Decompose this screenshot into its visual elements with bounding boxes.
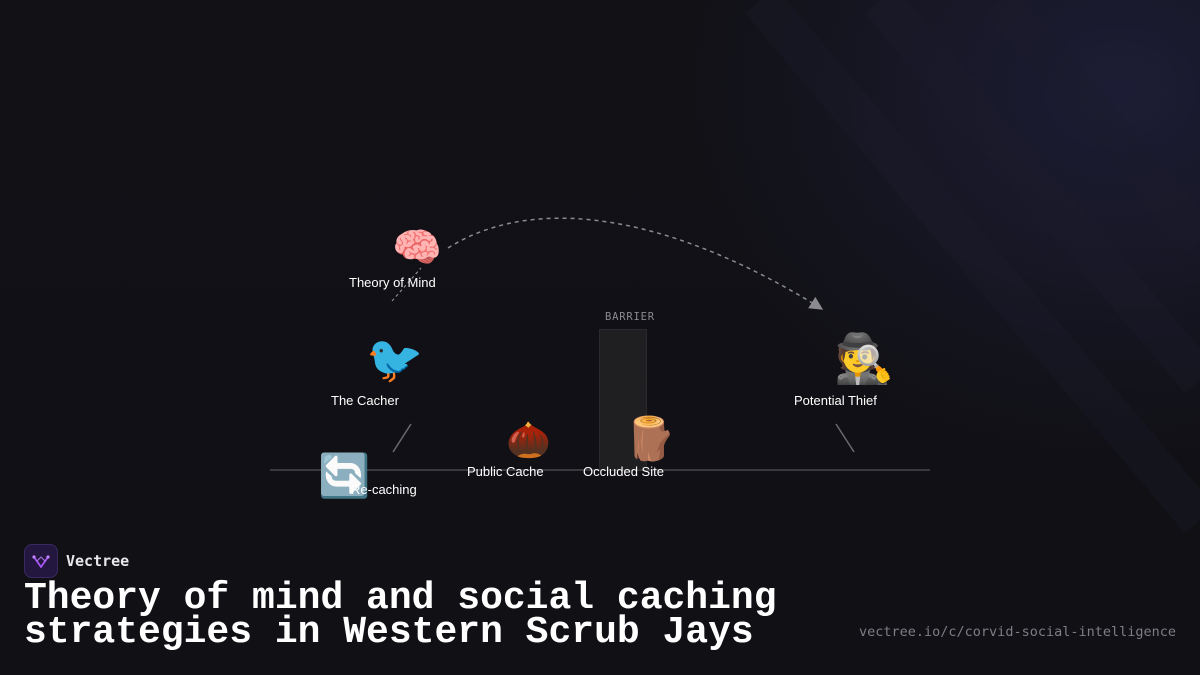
vectree-logo-icon xyxy=(24,544,58,578)
thief-label: Potential Thief xyxy=(794,393,877,408)
tree-mark-icon xyxy=(32,555,50,568)
re-caching-label: Re-caching xyxy=(351,482,417,497)
cacher-label: The Cacher xyxy=(331,393,399,408)
brand-name: Vectree xyxy=(66,552,130,570)
refresh-icon: 🔄 xyxy=(318,451,371,500)
title-line-2: strategies in Western Scrub Jays xyxy=(24,611,754,654)
mind-link-line xyxy=(391,267,422,302)
bird-icon: 🐦 xyxy=(366,332,424,386)
source-url[interactable]: vectree.io/c/corvid-social-intelligence xyxy=(859,624,1176,640)
theory-of-mind-label: Theory of Mind xyxy=(349,275,436,290)
barrier-label: BARRIER xyxy=(605,311,655,323)
title-line-1: Theory of mind and social caching xyxy=(24,577,777,620)
log-icon: 🪵 xyxy=(624,414,677,463)
public-cache-label: Public Cache xyxy=(467,464,544,479)
chestnut-icon: 🌰 xyxy=(506,420,551,461)
brand: Vectree xyxy=(24,544,129,578)
barrier-wall xyxy=(599,329,647,470)
detective-icon: 🕵️ xyxy=(834,331,894,387)
occluded-site-label: Occluded Site xyxy=(583,464,664,479)
cacher-stance-line xyxy=(392,423,412,453)
brain-icon: 🧠 xyxy=(392,225,442,271)
page-title: Theory of mind and social caching strate… xyxy=(24,577,824,654)
attribution-arrow xyxy=(447,217,824,310)
thief-stance-line xyxy=(835,423,855,453)
